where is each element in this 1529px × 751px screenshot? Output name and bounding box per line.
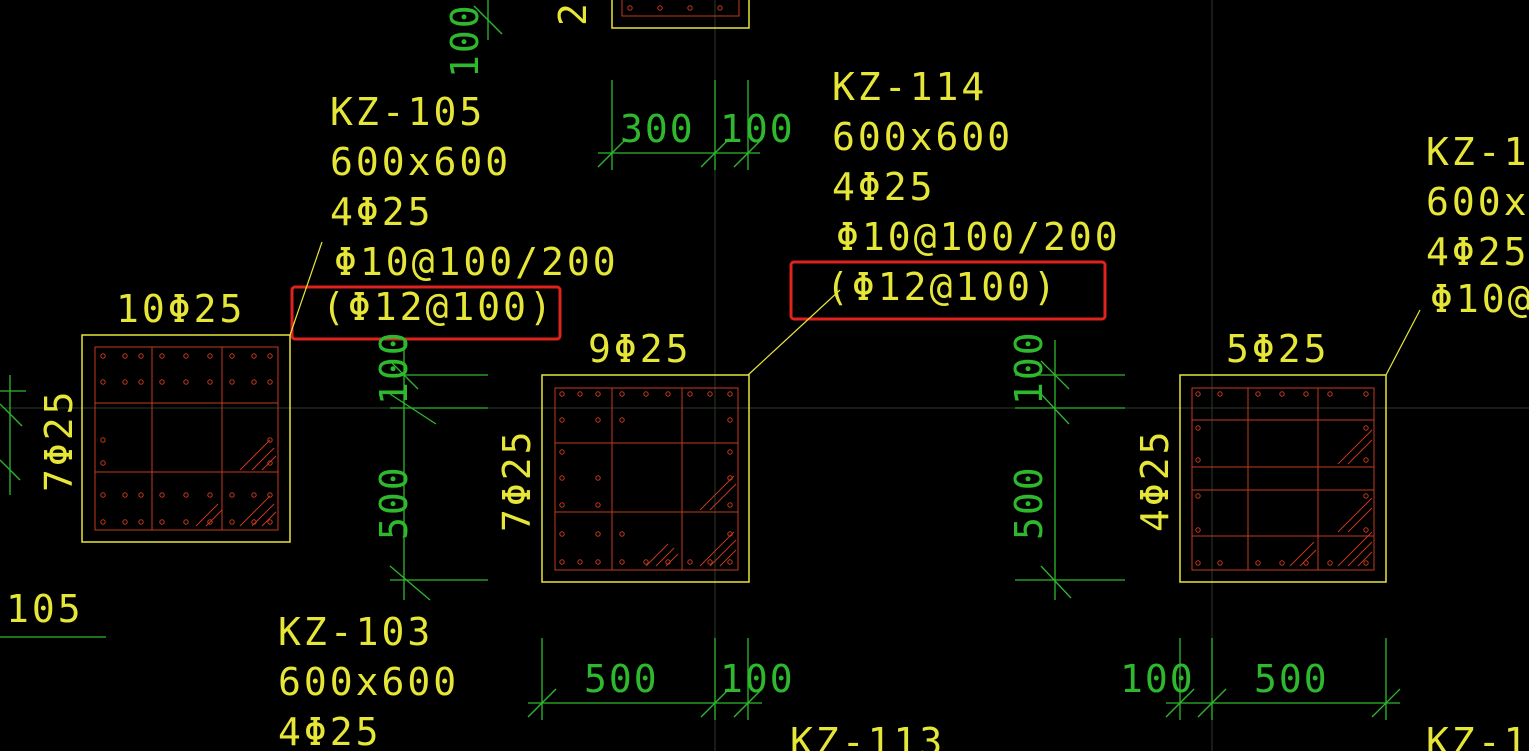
- column-kz-103[interactable]: KZ-103 600x600 4Φ25: [278, 610, 459, 751]
- kz-105-stirrup: Φ10@100/200: [334, 240, 619, 284]
- dimension-top-vertical-label: 100: [443, 3, 487, 78]
- dimension-mid-left-upper: 100: [372, 330, 416, 405]
- kz-114-leader: [747, 289, 841, 376]
- kz-105-side-bars: 7Φ25: [37, 388, 81, 492]
- column-kz-114[interactable]: KZ-114 600x600 4Φ25 Φ10@100/200 (Φ12@100…: [495, 65, 1121, 583]
- kz-103-corner-bars: 4Φ25: [278, 710, 382, 751]
- bottom-right-partial-label: KZ-12: [1426, 720, 1529, 751]
- kz-114-stirrup: Φ10@100/200: [836, 215, 1121, 259]
- dimension-mid-left-lower: 500: [372, 465, 416, 540]
- dimension-bottom-left-a: 500: [584, 657, 659, 701]
- kz-105-top-bars: 10Φ25: [116, 287, 245, 331]
- bottom-partial-label: KZ-113: [790, 720, 945, 751]
- top-partial-label: 2: [551, 0, 595, 26]
- kz-12-top-bars: 5Φ25: [1226, 327, 1330, 371]
- top-partial-column: 2: [551, 0, 750, 29]
- kz-103-id: KZ-103: [278, 610, 433, 654]
- dimension-mid-right-lower: 500: [1007, 465, 1051, 540]
- kz-105-hatch: [195, 439, 277, 527]
- left-ref-label: 105: [6, 587, 84, 631]
- kz-12-size: 600x6: [1426, 180, 1529, 224]
- dimension-top-b: 100: [720, 107, 795, 151]
- kz-12-side-bars: 4Φ25: [1133, 428, 1177, 532]
- kz-105-highlight-box: [290, 285, 562, 341]
- kz-105-corner-bars: 4Φ25: [330, 190, 434, 234]
- kz-103-size: 600x600: [278, 660, 459, 704]
- kz-114-rebar-dots: [559, 391, 733, 565]
- dimension-top-vertical: 100: [443, 0, 503, 78]
- dimension-bottom-right: [1165, 638, 1401, 720]
- kz-114-core-stirrup: (Φ12@100): [826, 265, 1059, 309]
- kz-105-id: KZ-105: [330, 90, 485, 134]
- column-kz-105[interactable]: KZ-105 600x600 4Φ25 Φ10@100/200 (Φ12@100…: [37, 90, 619, 543]
- kz-114-highlight-box: [789, 260, 1107, 321]
- kz-12-id: KZ-12: [1426, 130, 1529, 174]
- left-partial-dimension: [0, 375, 106, 638]
- column-kz-12[interactable]: KZ-12 600x6 4Φ25 Φ10@ 5Φ25 4Φ25: [1133, 130, 1529, 583]
- kz-12-hatch: [1289, 429, 1373, 567]
- kz-105-leader: [289, 241, 323, 336]
- kz-12-corner-bars: 4Φ25: [1426, 230, 1529, 274]
- dimension-mid-right-upper: 100: [1007, 330, 1051, 405]
- kz-114-hatch: [645, 475, 737, 567]
- dimension-bottom-left-b: 100: [720, 657, 795, 701]
- dimension-mid-right: [1015, 340, 1125, 600]
- dimension-top-horizontal: [597, 80, 763, 170]
- kz-114-size: 600x600: [832, 115, 1013, 159]
- kz-114-side-bars: 7Φ25: [495, 428, 539, 532]
- kz-105-rebar-dots: [100, 353, 273, 525]
- dimension-bottom-left: [527, 638, 763, 720]
- kz-114-corner-bars: 4Φ25: [832, 165, 936, 209]
- kz-12-rebar-dots: [1195, 391, 1369, 566]
- dimension-top-a: 300: [620, 107, 695, 151]
- dimension-bottom-right-a: 100: [1120, 657, 1195, 701]
- dimension-mid-left: [389, 340, 488, 601]
- kz-114-id: KZ-114: [832, 65, 987, 109]
- kz-114-top-bars: 9Φ25: [588, 327, 692, 371]
- dimension-bottom-right-b: 500: [1254, 657, 1329, 701]
- kz-105-size: 600x600: [330, 140, 511, 184]
- kz-12-leader: [1385, 309, 1421, 376]
- kz-12-stirrup: Φ10@: [1430, 277, 1529, 321]
- kz-105-core-stirrup: (Φ12@100): [322, 285, 555, 329]
